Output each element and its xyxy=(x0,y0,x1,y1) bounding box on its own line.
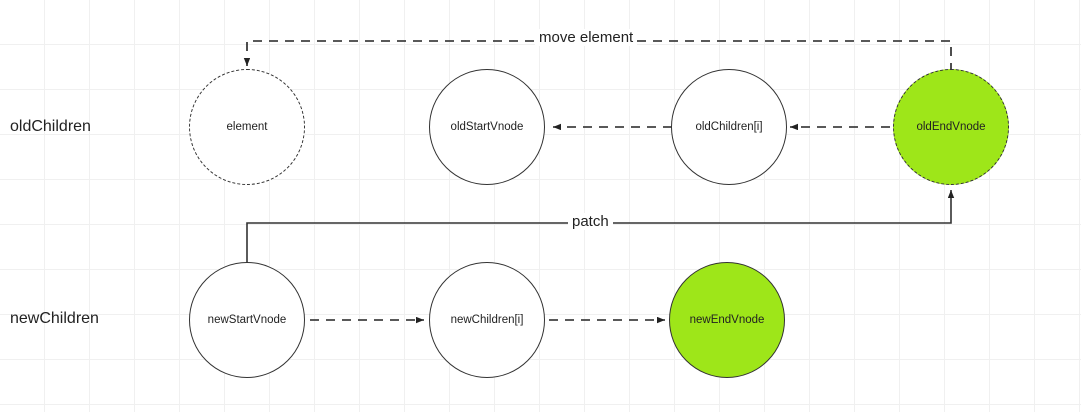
edge-label-patch: patch xyxy=(568,213,613,230)
row-label-newchildren: newChildren xyxy=(10,310,99,327)
edge-label-move-element: move element xyxy=(535,29,638,46)
node-oldchildren-i-label: oldChildren[i] xyxy=(695,120,763,133)
node-element[interactable]: element xyxy=(189,69,305,185)
node-newstartvnode-label: newStartVnode xyxy=(207,313,287,326)
node-oldstartvnode-label: oldStartVnode xyxy=(450,120,524,133)
row-label-oldchildren: oldChildren xyxy=(10,118,91,135)
node-newendvnode[interactable]: newEndVnode xyxy=(669,262,785,378)
node-oldendvnode-label: oldEndVnode xyxy=(916,120,986,133)
node-newstartvnode[interactable]: newStartVnode xyxy=(189,262,305,378)
node-newendvnode-label: newEndVnode xyxy=(689,313,765,326)
node-newchildren-i[interactable]: newChildren[i] xyxy=(429,262,545,378)
node-oldstartvnode[interactable]: oldStartVnode xyxy=(429,69,545,185)
node-newchildren-i-label: newChildren[i] xyxy=(450,313,524,326)
node-element-label: element xyxy=(226,120,268,133)
edge-patch xyxy=(246,190,955,278)
node-oldchildren-i[interactable]: oldChildren[i] xyxy=(671,69,787,185)
node-oldendvnode[interactable]: oldEndVnode xyxy=(893,69,1009,185)
